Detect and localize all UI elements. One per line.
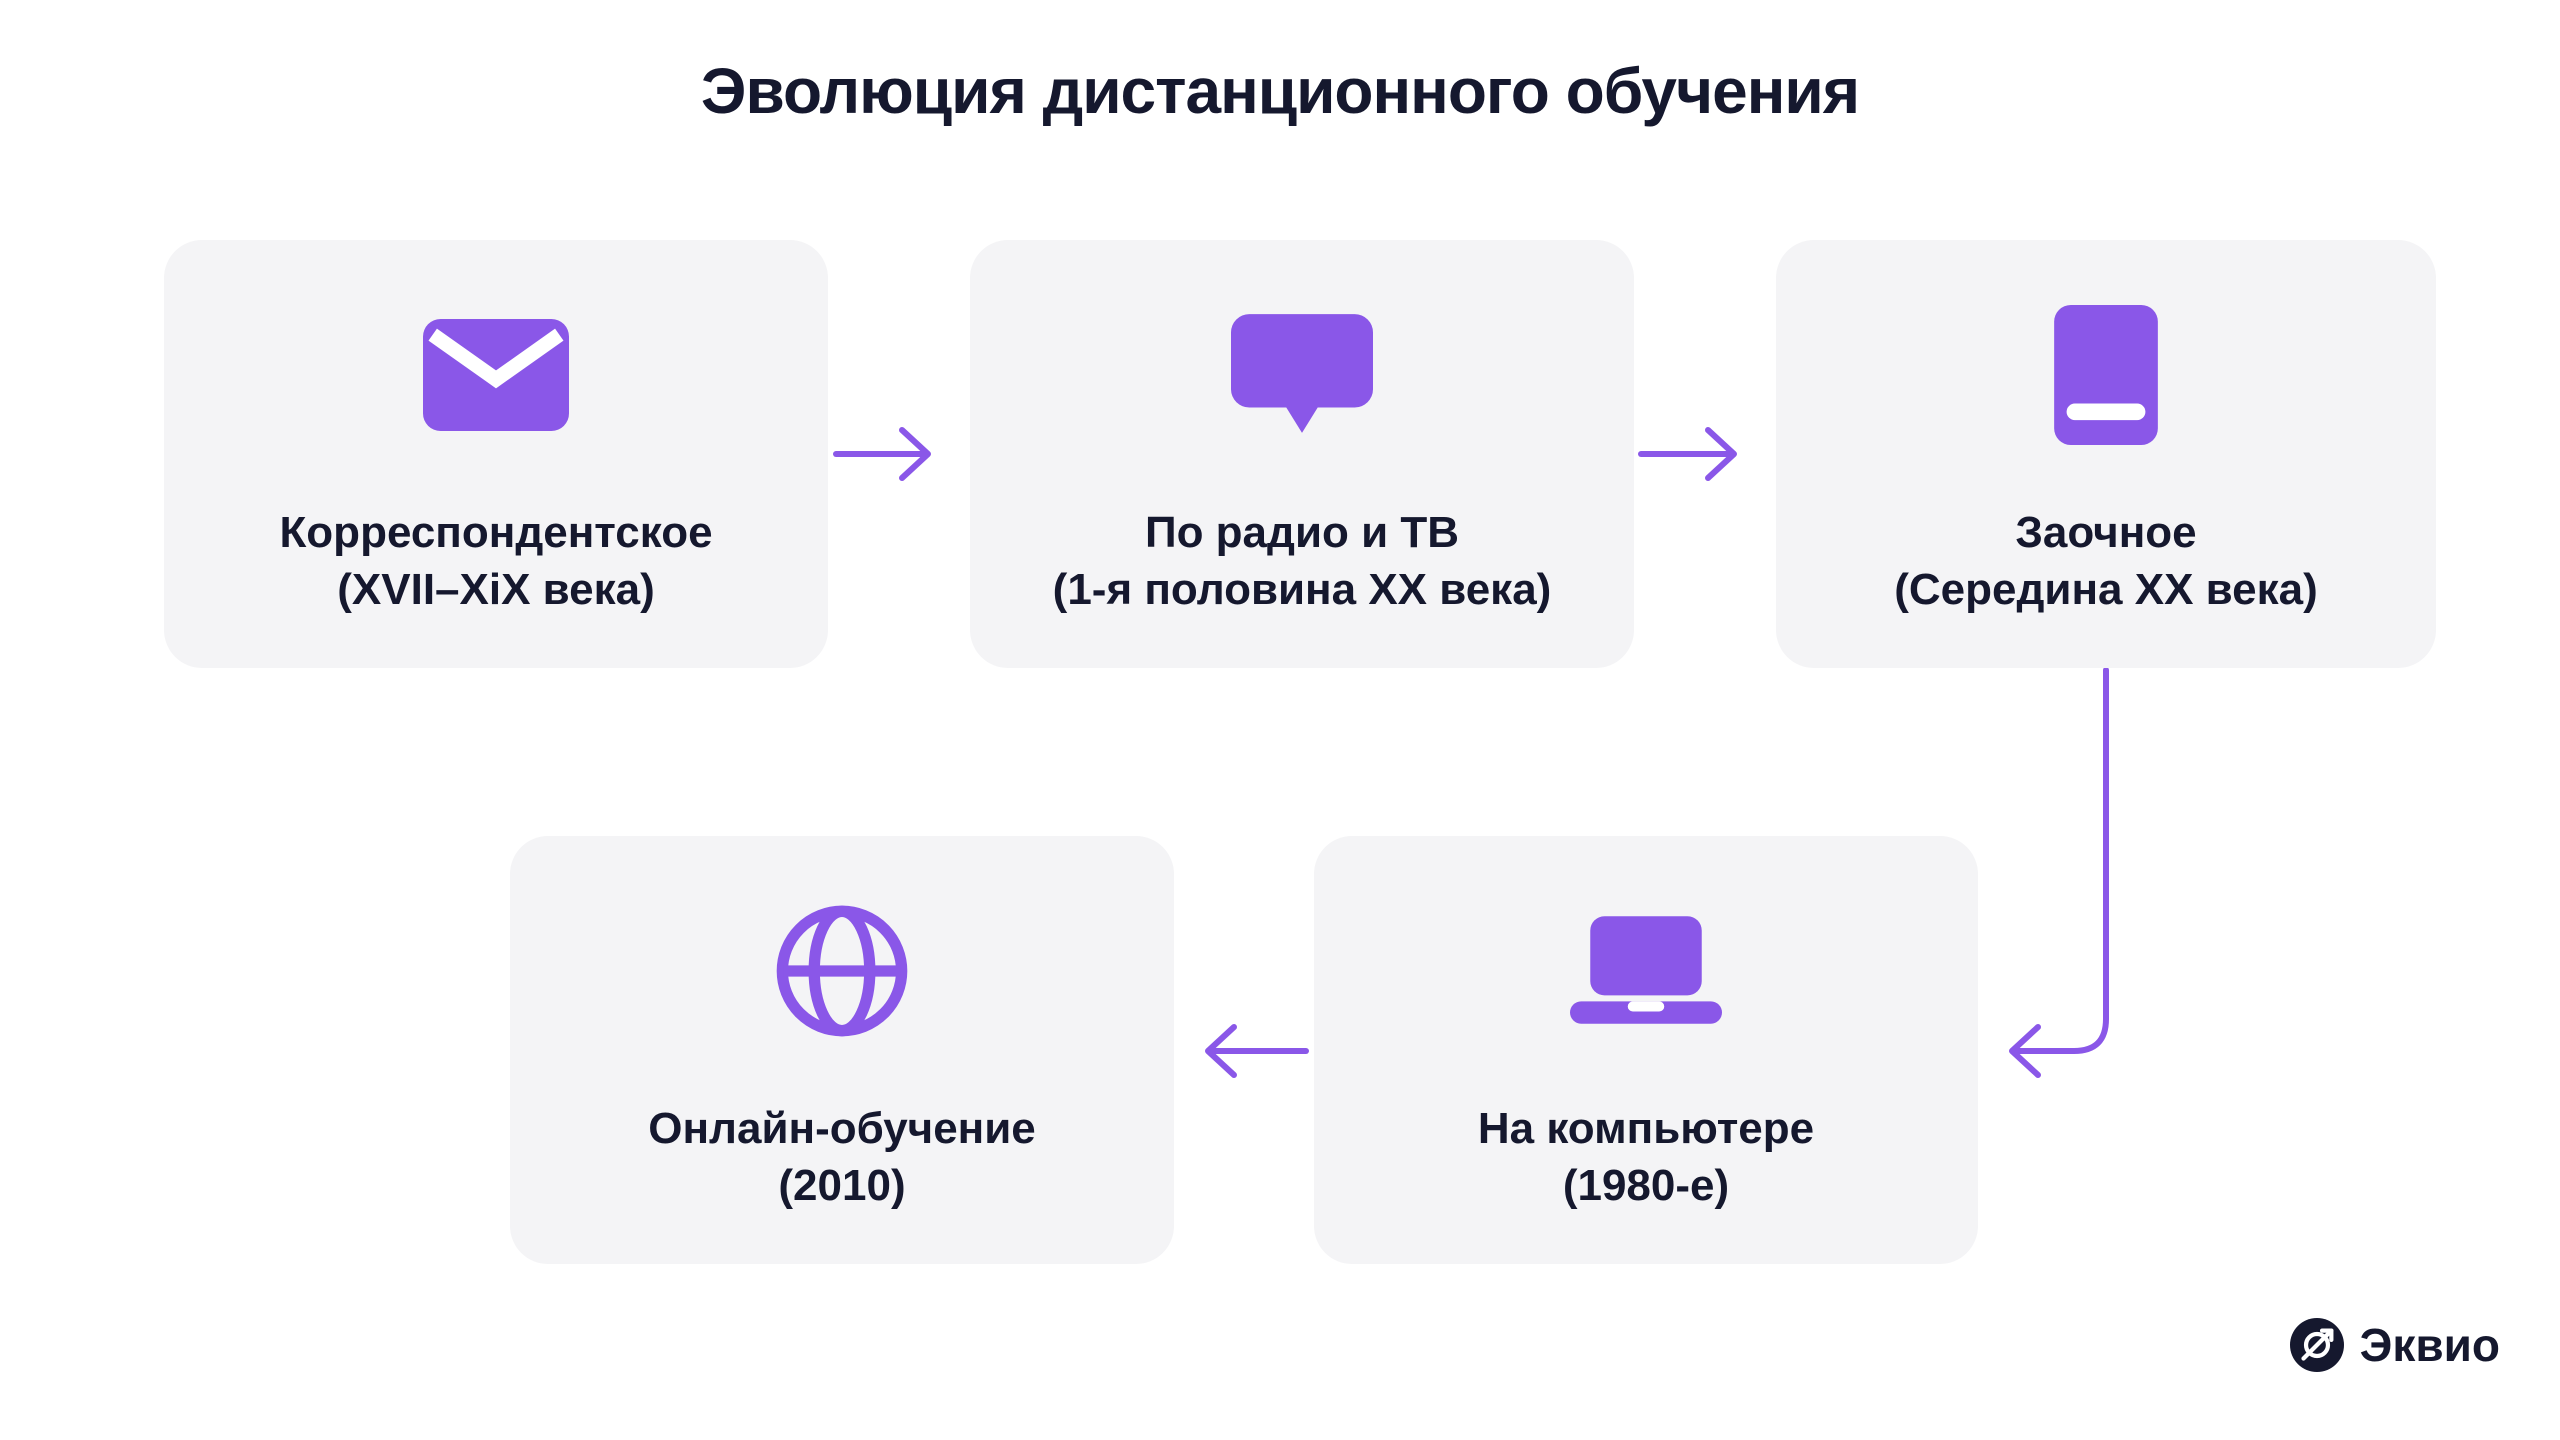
book-icon bbox=[2054, 300, 2158, 450]
page-title: Эволюция дистанционного обучения bbox=[700, 55, 1860, 127]
card-label: На компьютере (1980-е) bbox=[1478, 1100, 1814, 1214]
card-label: По радио и ТВ (1-я половина XX века) bbox=[1053, 504, 1552, 618]
card-correspondence: Корреспондентское (XVII–XiX века) bbox=[164, 240, 828, 668]
card-label: Онлайн-обучение (2010) bbox=[648, 1100, 1036, 1214]
card-computer: На компьютере (1980-е) bbox=[1314, 836, 1978, 1264]
card-label-line2: (1-я половина XX века) bbox=[1052, 565, 1552, 614]
card-label-line1: На компьютере bbox=[1477, 1103, 1815, 1153]
card-label-line2: (2010) bbox=[778, 1161, 906, 1210]
logo-text: Эквио bbox=[2359, 1319, 2500, 1371]
flow-arrow-1 bbox=[833, 427, 931, 481]
card-label: Корреспондентское (XVII–XiX века) bbox=[279, 504, 712, 618]
card-label-line1: Онлайн-обучение bbox=[648, 1103, 1036, 1153]
flow-arrow-3-elbow bbox=[2009, 667, 2109, 1078]
equio-logo-icon bbox=[2289, 1318, 2344, 1372]
card-radio-tv: По радио и ТВ (1-я половина XX века) bbox=[970, 240, 1634, 668]
card-label: Заочное (Середина XX века) bbox=[1894, 504, 2318, 618]
card-online: Онлайн-обучение (2010) bbox=[510, 836, 1174, 1264]
card-label-line2: (Середина XX века) bbox=[1894, 565, 2318, 614]
envelope-icon bbox=[423, 300, 569, 450]
card-label-line1: Заочное bbox=[2015, 507, 2197, 557]
card-label-line1: Корреспондентское bbox=[279, 507, 713, 557]
globe-icon bbox=[770, 896, 914, 1046]
flow-arrow-4 bbox=[1205, 1024, 1309, 1078]
flow-arrow-2 bbox=[1638, 427, 1737, 481]
laptop-icon bbox=[1570, 896, 1722, 1046]
tv-icon bbox=[1231, 300, 1373, 450]
card-label-line2: (XVII–XiX века) bbox=[337, 565, 655, 614]
brand-logo: Эквио bbox=[2289, 1318, 2500, 1372]
card-zaochnoe: Заочное (Середина XX века) bbox=[1776, 240, 2436, 668]
card-label-line1: По радио и ТВ bbox=[1144, 507, 1460, 557]
card-label-line2: (1980-е) bbox=[1562, 1161, 1730, 1210]
